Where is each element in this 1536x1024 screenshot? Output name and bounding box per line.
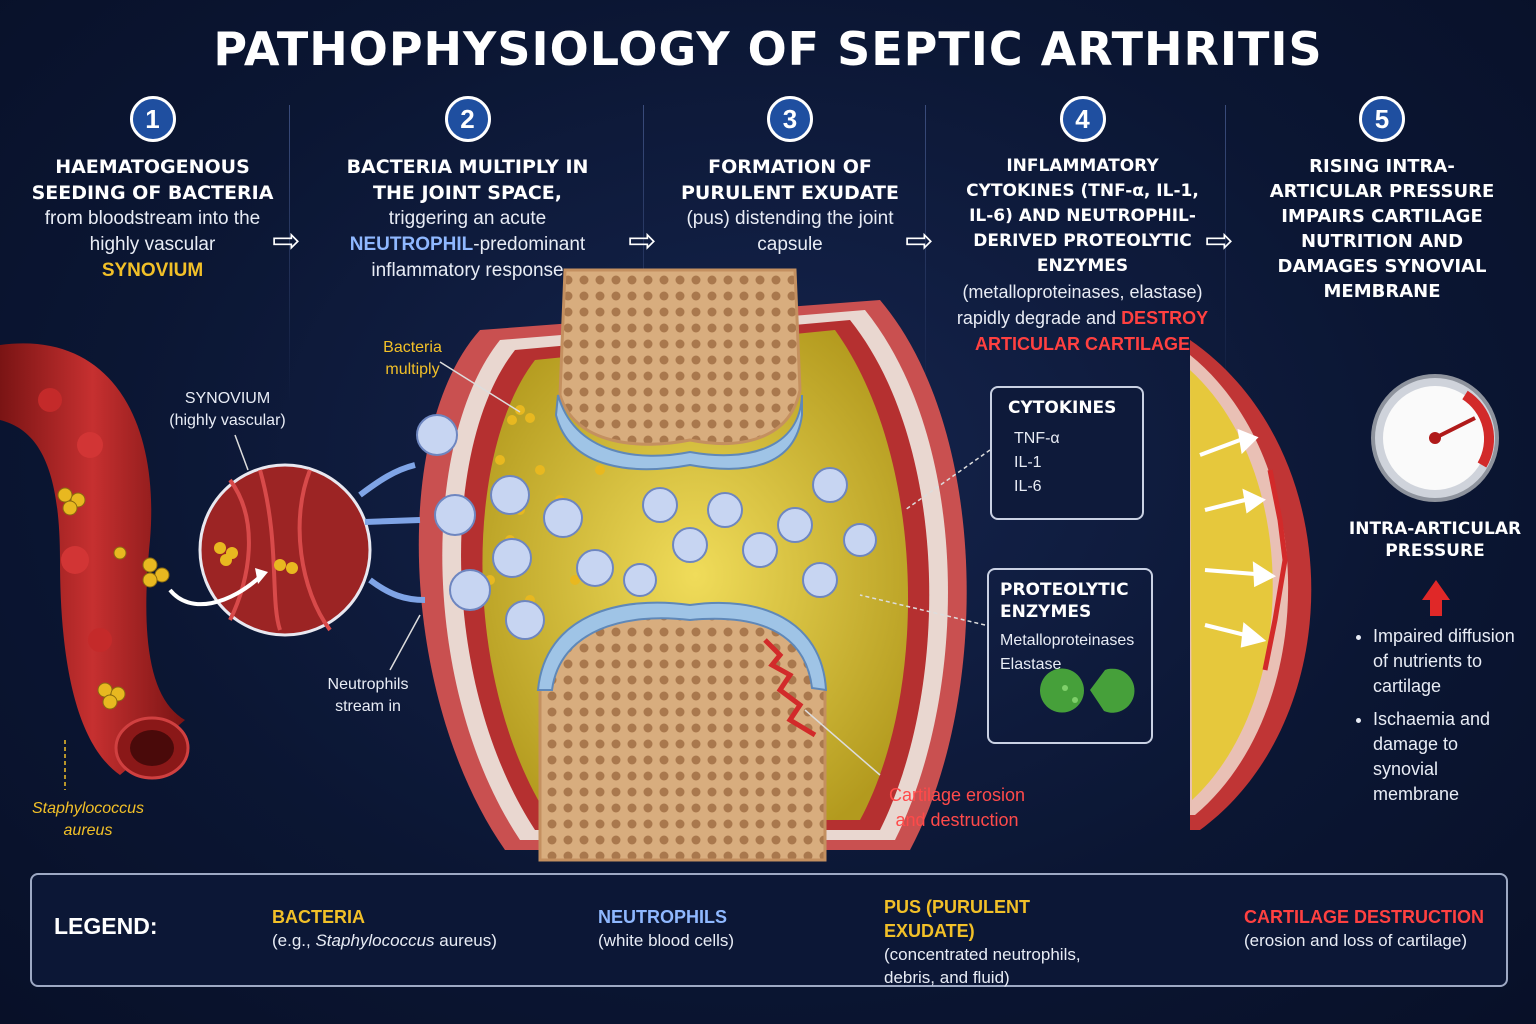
cytokine-item: IL-1	[1014, 454, 1042, 471]
staph-text-2: aureus	[63, 822, 113, 839]
pressure-title-2: PRESSURE	[1385, 541, 1485, 561]
legend-sub-post: aureus)	[434, 931, 497, 950]
step-5: 5 RISING INTRA-ARTICULAR PRESSURE IMPAIR…	[1262, 96, 1502, 304]
step-heading: HAEMATOGENOUS SEEDING OF BACTERIA	[31, 156, 274, 204]
step-4: 4 INFLAMMATORY CYTOKINES (TNF-α, IL-1, I…	[955, 96, 1210, 357]
pressure-label: INTRA-ARTICULAR PRESSURE	[1345, 518, 1525, 562]
page-title: PATHOPHYSIOLOGY OF SEPTIC ARTHRITIS	[213, 22, 1323, 76]
distended-capsule	[1190, 340, 1312, 830]
legend-item-neutrophils: NEUTROPHILS (white blood cells)	[598, 905, 734, 952]
cytokine-item: TNF-α	[1014, 430, 1060, 447]
pressure-effects: Impaired diffusion of nutrients to carti…	[1355, 624, 1520, 815]
cytokines-title: CYTOKINES	[1008, 398, 1117, 418]
step-number: 3	[767, 96, 813, 142]
cartilage-erosion-label: Cartilage erosion and destruction	[872, 783, 1042, 833]
bacteria-multiply-label: Bacteria multiply	[370, 337, 455, 381]
arrow-right-icon: ⇨	[1205, 222, 1234, 260]
arrow-up-icon	[1422, 580, 1450, 616]
enzyme-item: Metalloproteinases	[1000, 632, 1135, 649]
cytokines-box: CYTOKINES TNF-α IL-1 IL-6	[990, 386, 1144, 520]
step-highlight: SYNOVIUM	[101, 260, 204, 281]
step-2: 2 BACTERIA MULTIPLY IN THE JOINT SPACE, …	[335, 96, 600, 284]
legend-item-pus: PUS (PURULENT EXUDATE) (concentrated neu…	[884, 895, 1124, 989]
divider-4	[1225, 105, 1226, 405]
step-body-post: -predominant inflammatory response	[371, 234, 586, 281]
bacteria-multiply-text-1: Bacteria	[383, 339, 442, 356]
neutrophils-stream-text-1: Neutrophils	[327, 676, 409, 693]
legend-item-title: NEUTROPHILS	[598, 907, 728, 927]
step-body-pre: (metalloproteinases, elastase) rapidly d…	[956, 282, 1203, 328]
pressure-effect-item: Ischaemia and damage to synovial membran…	[1373, 707, 1520, 807]
arrow-right-icon: ⇨	[905, 222, 934, 260]
step-number: 2	[444, 96, 491, 142]
leader-lines	[64, 361, 991, 790]
enzymes-title-2: ENZYMES	[1000, 602, 1092, 622]
step-body: (metalloproteinases, elastase) rapidly d…	[955, 279, 1210, 357]
staph-label: Staphylococcus aureus	[18, 798, 158, 842]
erosion-text-2: and destruction	[895, 810, 1019, 830]
synovium-label: SYNOVIUM (highly vascular)	[165, 388, 290, 432]
step-number: 1	[129, 96, 176, 142]
legend-label: LEGEND:	[54, 913, 158, 939]
legend-item-sub: (erosion and loss of cartilage)	[1244, 931, 1468, 950]
joint-bacteria	[485, 405, 605, 605]
enzyme-icon	[1028, 668, 1135, 713]
lower-bone	[536, 601, 828, 862]
step-number: 5	[1359, 96, 1405, 142]
legend: LEGEND: BACTERIA (e.g., Staphylococcus a…	[30, 873, 1508, 987]
enzymes-box: PROTEOLYTIC ENZYMES Metalloproteinases E…	[987, 568, 1153, 744]
pressure-effect-item: Impaired diffusion of nutrients to carti…	[1373, 624, 1520, 699]
legend-item-title: BACTERIA	[272, 907, 365, 927]
step-heading: BACTERIA MULTIPLY IN THE JOINT SPACE,	[346, 156, 589, 204]
legend-item-sub: (concentrated neutrophils, debris, and f…	[884, 945, 1081, 987]
legend-item-bacteria: BACTERIA (e.g., Staphylococcus aureus)	[272, 905, 497, 952]
step-body: from bloodstream into the highly vascula…	[44, 208, 261, 255]
step-highlight: NEUTROPHIL	[349, 234, 474, 255]
legend-sub-pre: (e.g.,	[272, 931, 316, 950]
step-1: 1 HAEMATOGENOUS SEEDING OF BACTERIA from…	[30, 96, 275, 284]
erosion-text-1: Cartilage erosion	[888, 785, 1026, 805]
step-heading: INFLAMMATORY CYTOKINES (TNF-α, IL-1, IL-…	[966, 156, 1199, 276]
bacteria-multiply-text-2: multiply	[385, 361, 440, 378]
step-number: 4	[1059, 96, 1106, 142]
synovium-magnifier	[168, 434, 372, 637]
legend-item-sub: (e.g., Staphylococcus aureus)	[272, 929, 497, 952]
bacteria-cluster	[57, 487, 170, 710]
pressure-title-1: INTRA-ARTICULAR	[1348, 519, 1522, 539]
synovium-label-sub: (highly vascular)	[169, 412, 286, 429]
pressure-gauge-icon	[1371, 374, 1499, 502]
step-3: 3 FORMATION OF PURULENT EXUDATE (pus) di…	[680, 96, 900, 258]
staph-text-1: Staphylococcus	[31, 800, 145, 817]
divider-2	[643, 105, 644, 405]
step-heading: RISING INTRA-ARTICULAR PRESSURE IMPAIRS …	[1269, 156, 1495, 302]
cytokine-item: IL-6	[1014, 478, 1042, 495]
blood-vessel	[0, 343, 190, 780]
legend-sub-em: Staphylococcus	[315, 931, 435, 950]
legend-item-sub: (white blood cells)	[598, 931, 735, 950]
arrow-right-icon: ⇨	[272, 222, 301, 260]
arrow-right-icon: ⇨	[628, 222, 657, 260]
synovium-label-text: SYNOVIUM	[184, 390, 271, 407]
legend-item-title: PUS (PURULENT EXUDATE)	[884, 897, 1031, 941]
divider-3	[925, 105, 926, 405]
step-body: (pus) distending the joint capsule	[686, 208, 894, 255]
neutrophils	[416, 414, 877, 640]
divider-1	[289, 105, 290, 405]
neutrophils-stream-text-2: stream in	[335, 698, 401, 715]
enzymes-title-1: PROTEOLYTIC	[1000, 580, 1129, 600]
legend-item-cartilage: CARTILAGE DESTRUCTION (erosion and loss …	[1244, 905, 1484, 952]
legend-item-title: CARTILAGE DESTRUCTION	[1244, 907, 1484, 927]
enzyme-item: Elastase	[1000, 656, 1062, 673]
step-heading: FORMATION OF PURULENT EXUDATE	[681, 156, 899, 204]
stream-arrows	[358, 462, 426, 603]
neutrophils-stream-label: Neutrophils stream in	[318, 674, 418, 718]
upper-bone	[554, 268, 803, 471]
step-highlight: DESTROY ARTICULAR CARTILAGE	[975, 308, 1209, 354]
step-body-pre: triggering an acute	[388, 208, 547, 229]
